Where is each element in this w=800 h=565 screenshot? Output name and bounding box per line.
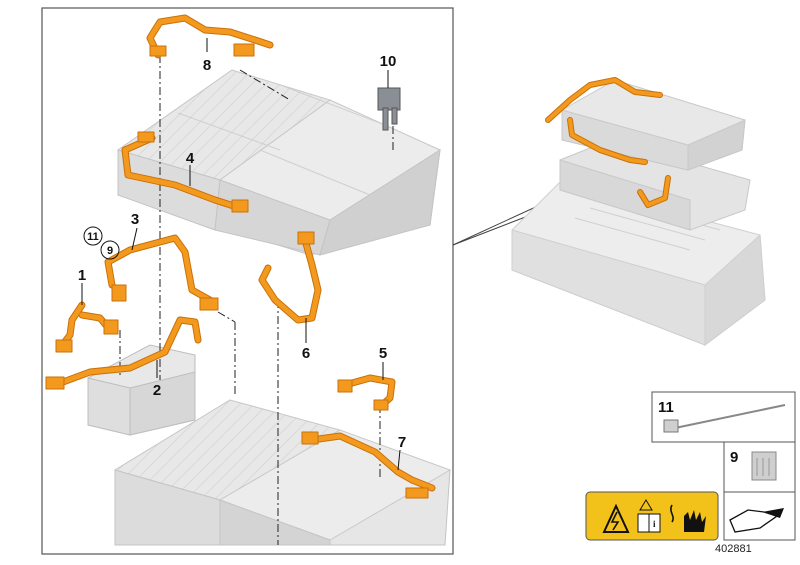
read-manual-icon: i xyxy=(637,499,661,533)
cable-part-6 xyxy=(258,231,322,324)
side-panel: 11 9 xyxy=(651,391,796,541)
callout-6: 6 xyxy=(302,345,310,362)
high-voltage-warning-icon xyxy=(602,503,630,533)
circled-callout-11: 11 xyxy=(87,231,99,243)
callout-5: 5 xyxy=(379,345,387,362)
callout-3: 3 xyxy=(131,211,139,228)
callout-1: 1 xyxy=(78,267,86,284)
no-touch-hand-icon xyxy=(670,504,706,532)
cable-part-8 xyxy=(146,14,274,59)
callout-4: 4 xyxy=(186,150,195,167)
svg-text:i: i xyxy=(653,519,656,529)
connector-part-10 xyxy=(377,87,401,131)
callout-10: 10 xyxy=(380,53,397,70)
circled-callout-9: 9 xyxy=(107,245,113,257)
callout-7: 7 xyxy=(398,434,406,451)
cable-part-4 xyxy=(121,131,249,213)
panel-label-9: 9 xyxy=(730,449,738,466)
cable-part-5 xyxy=(337,374,396,411)
cable-part-7 xyxy=(301,431,436,499)
overview-assembly xyxy=(452,77,766,346)
panel-label-11: 11 xyxy=(658,399,674,416)
diagram-number: 402881 xyxy=(715,543,752,555)
cable-part-1 xyxy=(55,301,119,353)
lower-battery-module xyxy=(113,399,452,546)
assembly-lines xyxy=(119,55,394,545)
cables xyxy=(45,14,436,499)
module-housing-part-2 xyxy=(87,344,196,436)
main-frame xyxy=(41,7,454,555)
callout-labels: 8 10 4 3 1 2 6 5 7 11 9 xyxy=(78,53,406,451)
leader-lines xyxy=(81,38,401,471)
cable-part-3 xyxy=(104,234,219,311)
clip-part-9 xyxy=(751,451,777,481)
callout-2: 2 xyxy=(153,382,161,399)
cable-part-2 xyxy=(45,316,202,390)
callout-8: 8 xyxy=(203,57,211,74)
tool-arrow-icon xyxy=(729,508,784,533)
warning-label: i xyxy=(585,491,719,541)
